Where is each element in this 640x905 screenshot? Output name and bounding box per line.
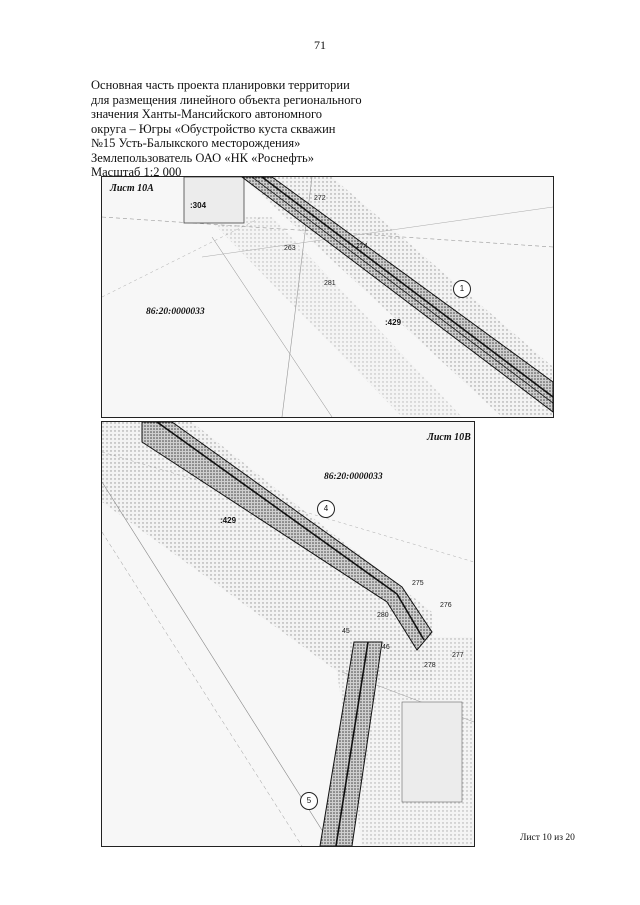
map-sheet-10b: Лист 10В 86:20:0000033 :429 4 275 276 28… (101, 421, 475, 847)
header-line: значения Ханты-Мансийского автономного (91, 107, 323, 121)
map-sheet-10a: Лист 10А :304 272 263 274 281 86:20:0000… (101, 176, 554, 418)
header-line: №15 Усть-Балыкского месторождения» (91, 136, 301, 150)
parcel-label: :429 (220, 516, 237, 525)
point-label: 280 (377, 612, 389, 619)
point-label: 263 (284, 245, 296, 252)
map-10b-drawing (102, 422, 474, 846)
header-line: Землепользователь ОАО «НК «Роснефть» (91, 150, 314, 165)
point-label: 272 (314, 195, 326, 202)
sheet-counter: Лист 10 из 20 (520, 833, 575, 843)
scale-line: Масштаб 1:2 000 (91, 165, 182, 179)
header-line: для размещения линейного объекта региона… (91, 92, 362, 107)
object-marker: 4 (317, 500, 335, 518)
point-label: 46 (382, 644, 390, 651)
point-label: 278 (424, 662, 436, 669)
point-label: 45 (342, 628, 350, 635)
parcel-label: :429 (385, 318, 402, 327)
document-header: Основная часть проекта планировки террит… (91, 78, 411, 180)
page-number: 71 (314, 38, 326, 52)
sheet-label-10b: Лист 10В (427, 432, 471, 443)
point-label: 281 (324, 280, 336, 287)
map-10a-drawing (102, 177, 553, 417)
parcel-label: :304 (190, 201, 207, 210)
point-label: 276 (440, 602, 452, 609)
sheet-label-10a: Лист 10А (110, 183, 154, 194)
cadastral-number: 86:20:0000033 (146, 307, 205, 317)
point-label: 277 (452, 652, 464, 659)
object-marker: 5 (300, 792, 318, 810)
point-label: 275 (412, 580, 424, 587)
header-line: округа – Югры «Обустройство куста скважи… (91, 121, 336, 136)
object-marker: 1 (453, 280, 471, 298)
cadastral-number: 86:20:0000033 (324, 472, 383, 482)
header-line: Основная часть проекта планировки террит… (91, 78, 350, 92)
point-label: 274 (356, 243, 368, 250)
